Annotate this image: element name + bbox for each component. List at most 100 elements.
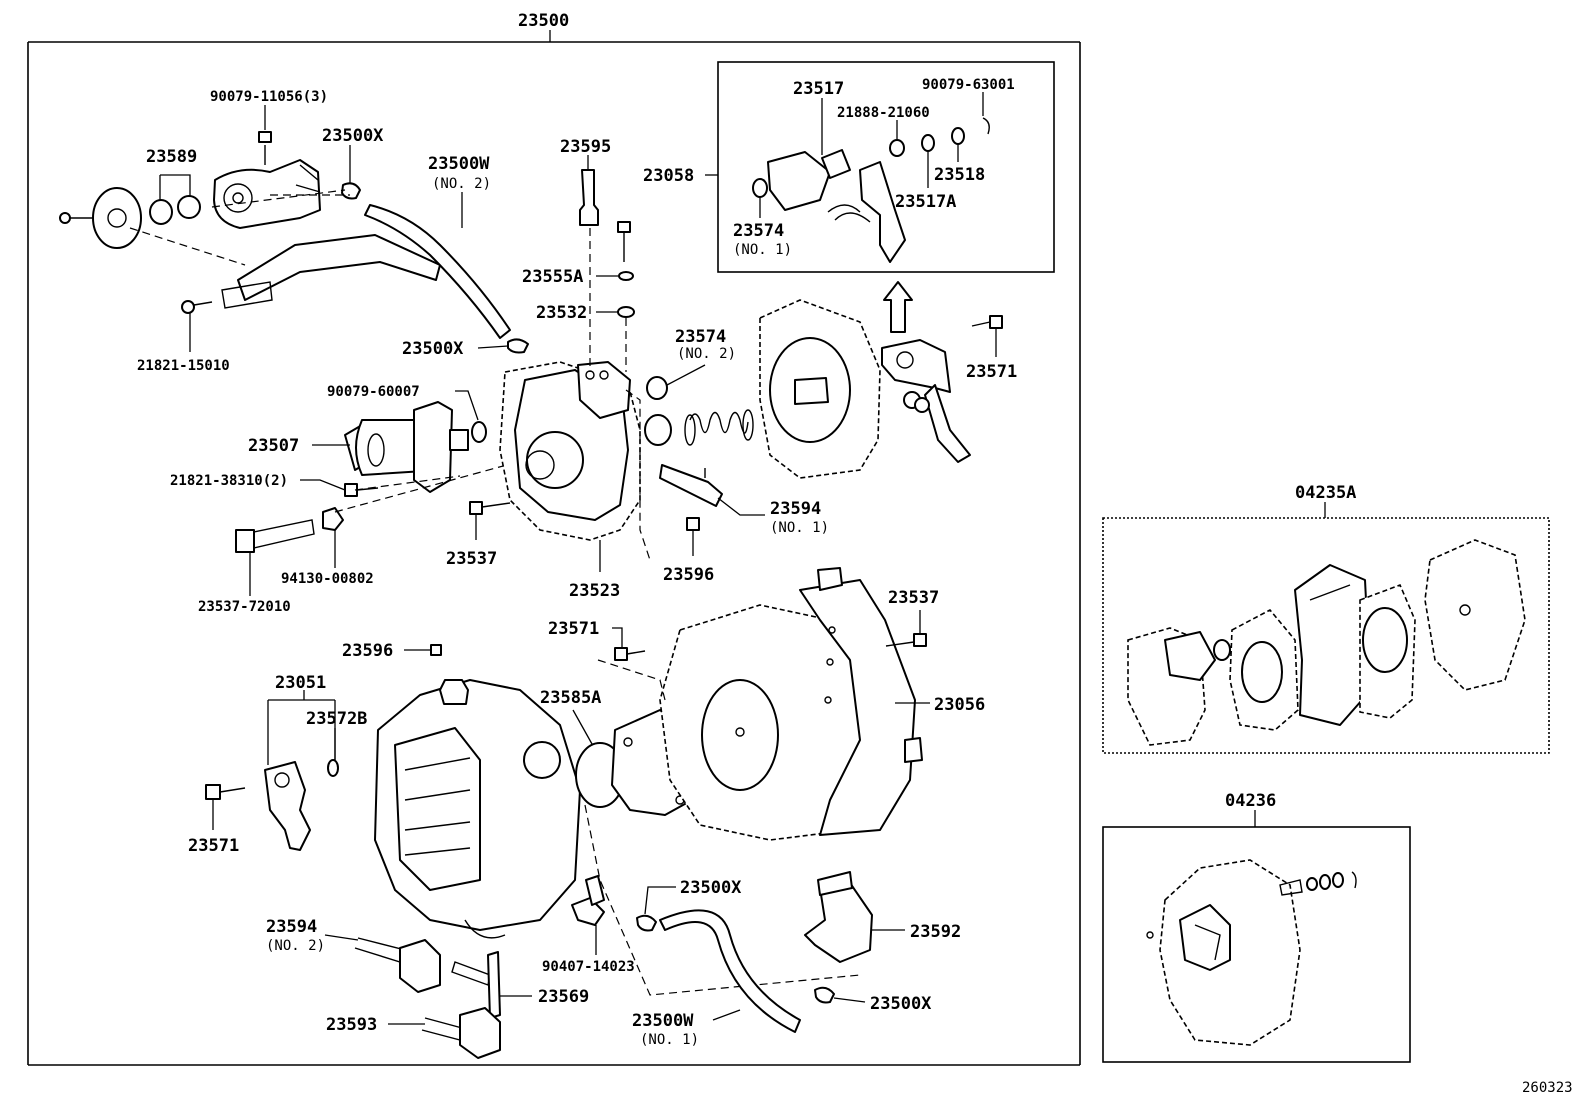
kit-04236-frame bbox=[1102, 810, 1411, 1063]
label-23595: 23595 bbox=[560, 137, 611, 157]
label-23555a: 23555A bbox=[522, 267, 583, 287]
label-23594-no2: 23594 bbox=[266, 917, 317, 937]
kit-04235a-parts bbox=[1127, 539, 1526, 746]
actuator-23507 bbox=[344, 401, 487, 493]
figure-ref-number: 260323 bbox=[1522, 1080, 1573, 1096]
regulator-body-lower bbox=[374, 679, 581, 939]
diaphragm-upper bbox=[759, 299, 881, 479]
bolt-23571-c bbox=[205, 784, 246, 800]
label-90407-14023: 90407-14023 bbox=[542, 959, 635, 975]
label-23537-b: 23537 bbox=[888, 588, 939, 608]
spring bbox=[684, 409, 754, 446]
label-23500x-4: 23500X bbox=[870, 994, 932, 1014]
assembly-line-c bbox=[589, 228, 651, 561]
label-23571-a: 23571 bbox=[966, 362, 1017, 382]
label-23569: 23569 bbox=[538, 987, 589, 1007]
label-23500w-bot: 23500W bbox=[632, 1011, 694, 1031]
label-23574-no2-sub: (NO. 2) bbox=[677, 346, 736, 362]
label-23523: 23523 bbox=[569, 581, 620, 601]
label-23537-a: 23537 bbox=[446, 549, 497, 569]
label-23500x-3: 23500X bbox=[680, 878, 742, 898]
label-23585a: 23585A bbox=[540, 688, 601, 708]
screw-21821-38310 bbox=[344, 483, 379, 497]
bolt-23537-b bbox=[885, 633, 927, 647]
nut-94130-00802 bbox=[322, 507, 344, 531]
label-23596-a: 23596 bbox=[663, 565, 714, 585]
arrow-up bbox=[883, 281, 913, 333]
part-labels: 90079-11056(3) 23589 23500X 23500W (NO. … bbox=[137, 77, 1017, 1048]
cap-23596-b bbox=[430, 644, 442, 656]
label-23500x-1: 23500X bbox=[322, 126, 384, 146]
label-90079-11056: 90079-11056(3) bbox=[210, 89, 328, 105]
clamp-23500x-2 bbox=[507, 338, 529, 354]
hose-23500w-no1 bbox=[659, 909, 801, 1033]
label-23596-b: 23596 bbox=[342, 641, 393, 661]
inset-23058-frame bbox=[717, 61, 1055, 273]
valve-seat bbox=[644, 414, 672, 446]
main-assembly-frame bbox=[27, 30, 1081, 1066]
label-21821-15010: 21821-15010 bbox=[137, 358, 230, 374]
o-ring-23532 bbox=[617, 306, 635, 318]
clamp-23500x-3 bbox=[636, 914, 657, 932]
main-assembly-label: 23500 bbox=[518, 11, 569, 31]
label-23594-no2-sub: (NO. 2) bbox=[266, 938, 325, 954]
label-23593: 23593 bbox=[326, 1015, 377, 1035]
label-23594-no1-sub: (NO. 1) bbox=[770, 520, 829, 536]
housing-23056 bbox=[659, 567, 923, 841]
inset-lever-parts bbox=[752, 117, 990, 263]
label-23500w-top-sub: (NO. 2) bbox=[432, 176, 491, 192]
housing-23523 bbox=[499, 361, 641, 541]
label-23594-no1: 23594 bbox=[770, 499, 821, 519]
label-23572b: 23572B bbox=[306, 709, 367, 729]
bolt-23537-a bbox=[469, 501, 511, 515]
label-23571-c: 23571 bbox=[188, 836, 239, 856]
label-23517a: 23517A bbox=[895, 192, 956, 212]
label-23500w-top: 23500W bbox=[428, 154, 490, 174]
label-23532: 23532 bbox=[536, 303, 587, 323]
throttle-bracket-23051 bbox=[264, 759, 339, 851]
label-23574-no1: 23574 bbox=[733, 221, 784, 241]
label-23507: 23507 bbox=[248, 436, 299, 456]
label-90079-63001: 90079-63001 bbox=[922, 77, 1015, 93]
cap-23596-a bbox=[686, 517, 700, 531]
label-21888-21060: 21888-21060 bbox=[837, 105, 930, 121]
kit-04235a-label: 04235A bbox=[1295, 483, 1356, 503]
tee-23569 bbox=[451, 951, 501, 1019]
assembly-line-b bbox=[334, 459, 526, 513]
bolt-23537-72010 bbox=[235, 519, 315, 553]
label-23574-no2: 23574 bbox=[675, 327, 726, 347]
clamp-23500x-4 bbox=[814, 986, 835, 1004]
kit-04236-parts bbox=[1146, 859, 1357, 1046]
hose-23500w-no2 bbox=[364, 204, 511, 339]
leader-lines bbox=[159, 92, 997, 1025]
idle-adjust-parts bbox=[59, 131, 441, 314]
fitting-23594-no2 bbox=[354, 937, 441, 993]
label-23589: 23589 bbox=[146, 147, 197, 167]
label-23518: 23518 bbox=[934, 165, 985, 185]
elbow-23592 bbox=[804, 871, 873, 963]
label-94130-00802: 94130-00802 bbox=[281, 571, 374, 587]
label-23571-b: 23571 bbox=[548, 619, 599, 639]
label-23574-no1-sub: (NO. 1) bbox=[733, 242, 792, 258]
label-23051: 23051 bbox=[275, 673, 326, 693]
bolt-23571-a bbox=[971, 315, 1003, 329]
elbow-90407-14023 bbox=[571, 875, 605, 926]
bolt-small-23555a bbox=[617, 221, 634, 281]
assembly-line-d bbox=[584, 659, 861, 996]
fitting-23594-no1 bbox=[659, 464, 723, 507]
label-23592: 23592 bbox=[910, 922, 961, 942]
fitting-23595 bbox=[579, 169, 599, 226]
label-23056: 23056 bbox=[934, 695, 985, 715]
bolt-23571-b bbox=[614, 647, 646, 661]
label-23517: 23517 bbox=[793, 79, 844, 99]
fitting-23593 bbox=[421, 1007, 501, 1059]
lever-assembly bbox=[881, 339, 971, 463]
label-23537-72010: 23537-72010 bbox=[198, 599, 291, 615]
label-23500w-bot-sub: (NO. 1) bbox=[640, 1032, 699, 1048]
label-90079-60007: 90079-60007 bbox=[327, 384, 420, 400]
kit-04235a-frame bbox=[1102, 502, 1550, 754]
label-21821-38310: 21821-38310(2) bbox=[170, 473, 288, 489]
assembly-line-a bbox=[129, 189, 350, 266]
kit-04236-label: 04236 bbox=[1225, 791, 1276, 811]
